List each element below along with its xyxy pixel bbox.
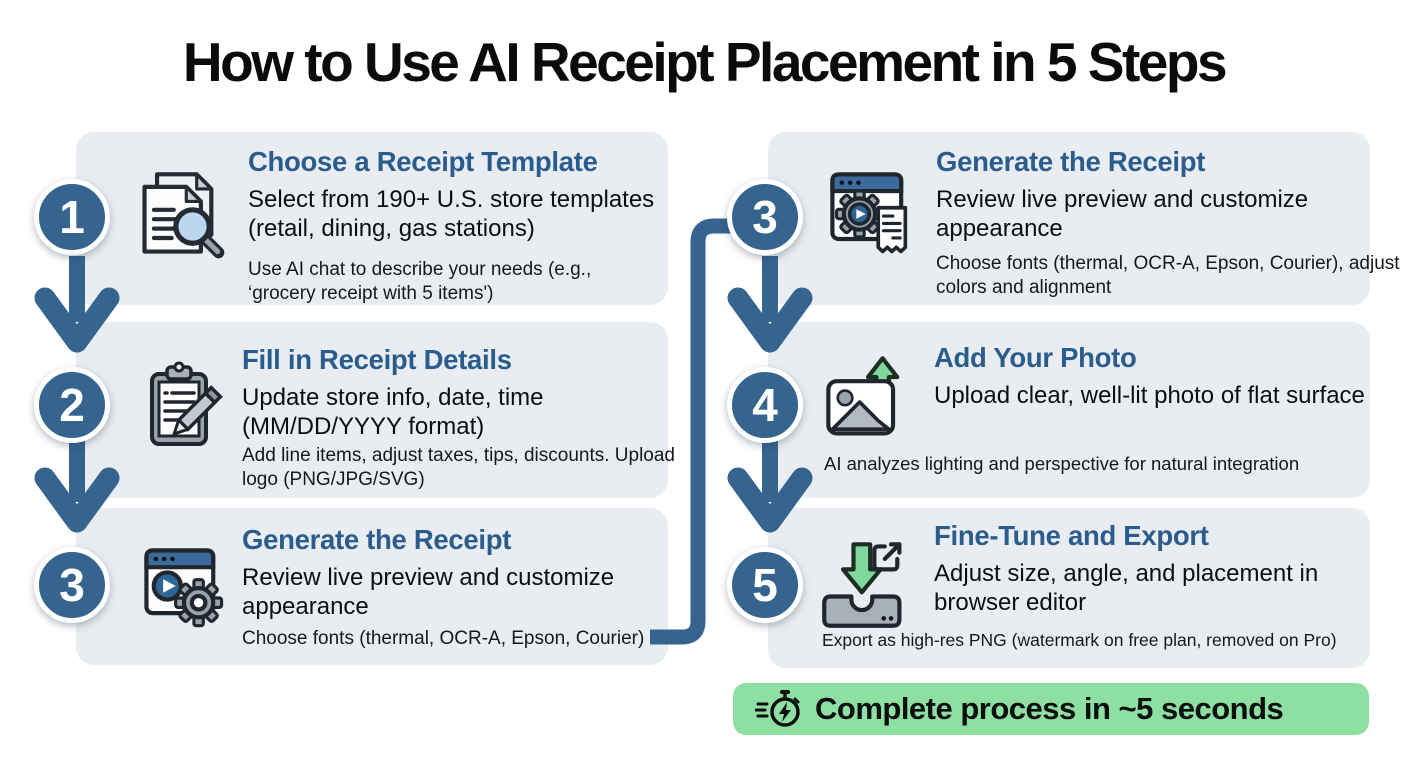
step-description: Update store info, date, time (MM/DD/YYY…: [242, 384, 544, 441]
step-card-2: Fill in Receipt Details Update store inf…: [76, 322, 675, 498]
step-number-badge-4: 4: [727, 367, 803, 443]
step-note: Add line items, adjust taxes, tips, disc…: [242, 445, 676, 490]
step-card-3-left: Generate the Receipt Review live preview…: [76, 508, 668, 665]
step-number-badge-5: 5: [727, 547, 803, 623]
photo-upload-icon: [826, 356, 900, 436]
step-note: Use AI chat to describe your needs (e.g.…: [248, 259, 592, 304]
step-description: Review live preview and customize appear…: [242, 564, 615, 621]
step-number-badge-3-left: 3: [34, 547, 110, 623]
step-note: Choose fonts (thermal, OCR-A, Epson, Cou…: [242, 628, 645, 649]
step-note: Choose fonts (thermal, OCR-A, Epson, Cou…: [936, 253, 1400, 298]
browser-gear-receipt-icon: [830, 172, 908, 254]
step-card-1: Choose a Receipt Template Select from 19…: [76, 132, 668, 305]
step-number-badge-1: 1: [34, 179, 110, 255]
step-card-5: Fine-Tune and Export Adjust size, angle,…: [768, 508, 1370, 668]
step-card-4: Add Your Photo Upload clear, well-lit ph…: [768, 322, 1370, 498]
step-title: Fine-Tune and Export: [934, 520, 1209, 551]
step-note: AI analyzes lighting and perspective for…: [824, 453, 1300, 474]
step-description: Review live preview and customize appear…: [936, 186, 1309, 243]
page-title: How to Use AI Receipt Placement in 5 Ste…: [182, 31, 1228, 93]
step-description: Select from 190+ U.S. store templates (r…: [248, 186, 655, 243]
stopwatch-icon: [755, 690, 800, 727]
step-description: Upload clear, well-lit photo of flat sur…: [934, 382, 1365, 409]
completion-banner-label: Complete process in ~5 seconds: [815, 691, 1284, 726]
step-card-3-right: Generate the Receipt Review live preview…: [768, 132, 1400, 305]
step-note: Export as high-res PNG (watermark on fre…: [822, 630, 1337, 650]
step-number-badge-2: 2: [34, 367, 110, 443]
step-title: Choose a Receipt Template: [248, 146, 598, 177]
document-search-icon: [142, 172, 225, 259]
completion-banner: Complete process in ~5 seconds: [733, 683, 1369, 735]
step-description: Adjust size, angle, and placement in bro…: [934, 560, 1319, 617]
step-title: Fill in Receipt Details: [242, 344, 512, 375]
clipboard-pencil-icon: [150, 361, 223, 446]
step-title: Add Your Photo: [934, 342, 1137, 373]
step-number-badge-3-right: 3: [727, 179, 803, 255]
browser-play-gear-icon: [144, 548, 224, 628]
step-title: Generate the Receipt: [242, 524, 512, 555]
step-title: Generate the Receipt: [936, 146, 1206, 177]
export-download-icon: [822, 542, 902, 628]
